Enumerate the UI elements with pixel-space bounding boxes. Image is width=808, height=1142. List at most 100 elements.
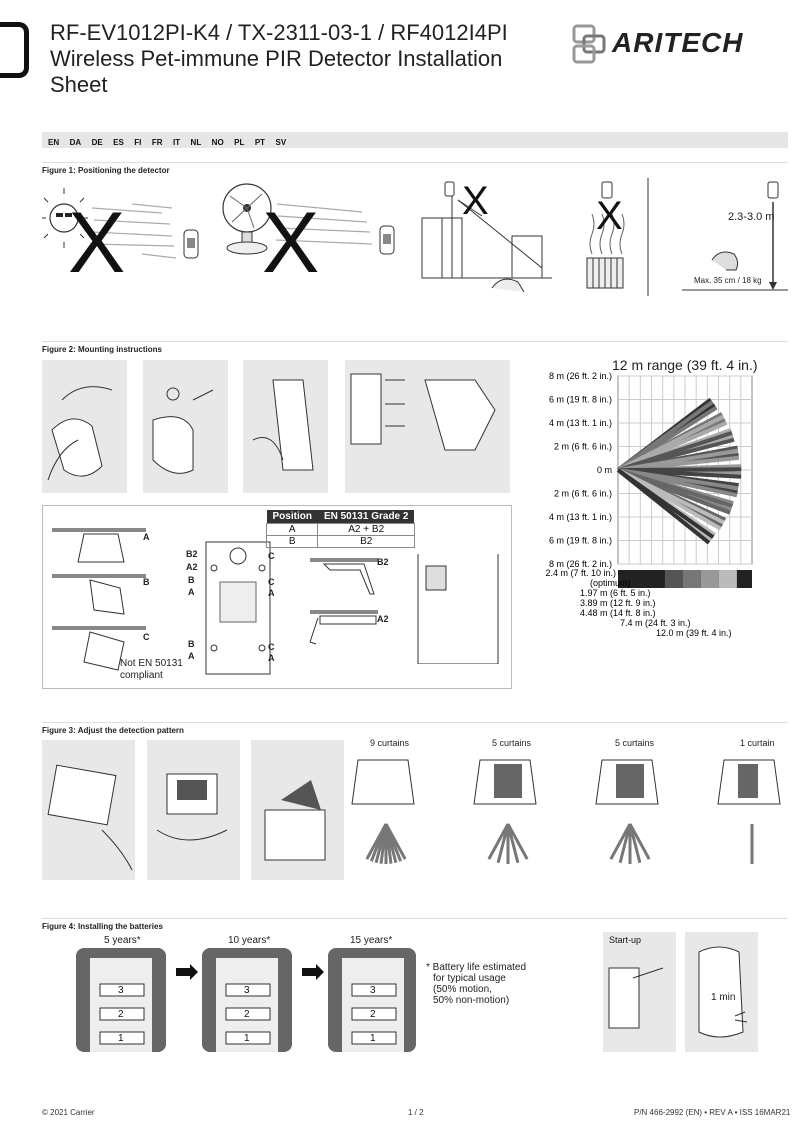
y-tick-label: 8 m (26 ft. 2 in.) <box>549 371 612 381</box>
battery-slot-2: 2 <box>370 1009 376 1020</box>
detail-label-a2: A2 <box>377 614 389 624</box>
y-tick-label: 6 m (19 ft. 8 in.) <box>549 536 612 546</box>
note-line: for typical usage <box>433 973 506 984</box>
lang-pl[interactable]: PL <box>234 138 245 147</box>
lang-en[interactable]: EN <box>48 138 60 147</box>
fig1-x-mark-2: X <box>262 195 320 291</box>
board-label-a2: A2 <box>186 562 198 572</box>
y-tick-label: 8 m (26 ft. 2 in.) <box>549 559 612 569</box>
pattern-step-1 <box>42 740 135 880</box>
y-tick-label: 6 m (19 ft. 8 in.) <box>549 395 612 405</box>
lang-nl[interactable]: NL <box>190 138 202 147</box>
position-box <box>42 505 512 689</box>
pos-label-a: A <box>143 532 150 542</box>
mounting-bracket <box>205 541 271 675</box>
curtain-beam <box>506 823 520 864</box>
side-range-label: 3.89 m (12 ft. 9 in.) <box>580 598 656 608</box>
curtain-label-9: 9 curtains <box>370 738 410 748</box>
side-range-label: 7.4 m (24 ft. 3 in.) <box>620 618 691 628</box>
battery-note: * Battery life estimated for typical usa… <box>426 962 526 1006</box>
battery-slot-1: 1 <box>244 1033 250 1044</box>
curtain-label-5b: 5 curtains <box>615 738 655 748</box>
not-compliant-line-2: compliant <box>120 670 163 681</box>
title-line-1: RF-EV1012PI-K4 / TX-2311-03-1 / RF4012I4… <box>50 20 508 45</box>
curtain-beam <box>628 823 651 860</box>
table-cell: B2 <box>317 535 415 548</box>
lang-no[interactable]: NO <box>211 138 224 147</box>
side-range-label: (optimum) <box>590 578 631 588</box>
y-tick-label: 4 m (13 ft. 1 in.) <box>549 512 612 522</box>
pos-label-c: C <box>143 632 150 642</box>
lang-fi[interactable]: FI <box>134 138 142 147</box>
curtain-beam <box>618 823 632 864</box>
fig1-illustrations <box>42 178 788 296</box>
lang-fr[interactable]: FR <box>151 138 163 147</box>
lens-mask-icon <box>494 764 522 798</box>
max-label: Max. 35 cm / 18 kg <box>694 276 762 285</box>
lang-it[interactable]: IT <box>172 138 181 147</box>
table-header: EN 50131 Grade 2 <box>317 510 415 524</box>
board-label-a-2: A <box>268 588 275 598</box>
table-cell: A2 + B2 <box>317 523 415 536</box>
battery-slot-3: 3 <box>370 985 376 996</box>
battery-slot-3: 3 <box>244 985 250 996</box>
years-label-5: 5 years* <box>104 935 141 946</box>
pos-label-b: B <box>143 577 150 587</box>
board-label-a-4: A <box>268 653 275 663</box>
lang-sv[interactable]: SV <box>275 138 287 147</box>
sun-icon <box>42 188 88 248</box>
battery-diagrams <box>76 948 416 1052</box>
table-cell: A <box>265 523 319 536</box>
curtain-beam <box>617 414 725 472</box>
curtain-beam <box>616 468 715 539</box>
years-label-15: 15 years* <box>350 935 393 946</box>
pattern-step-3 <box>251 740 344 880</box>
table-cell: B <box>265 535 319 548</box>
tamper-detail <box>309 554 499 664</box>
title-line-3: Sheet <box>50 72 108 97</box>
divider <box>42 722 788 723</box>
board-label-b: B <box>188 575 195 585</box>
side-range-label: 4.48 m (14 ft. 8 in.) <box>580 608 656 618</box>
board-label-a: A <box>188 587 195 597</box>
curtain-beam <box>617 468 733 508</box>
battery-slot-2: 2 <box>118 1009 124 1020</box>
startup-panel: Start-up <box>603 932 676 1052</box>
side-range-label: 12.0 m (39 ft. 4 in.) <box>656 628 732 638</box>
lang-es[interactable]: ES <box>113 138 124 147</box>
side-view-shade <box>682 570 701 588</box>
fan-icon <box>222 183 272 255</box>
divider <box>42 341 788 342</box>
curtain-beam <box>617 448 739 472</box>
side-range-label: 1.97 m (6 ft. 5 in.) <box>580 588 651 598</box>
curtain-patterns <box>351 759 781 864</box>
lang-pt[interactable]: PT <box>254 138 266 147</box>
curtain-beam <box>617 430 733 472</box>
not-compliant-line-1: Not EN 50131 <box>120 658 183 669</box>
curtain-beam <box>616 400 714 472</box>
fig1-title: Figure 1: Positioning the detector <box>42 166 170 175</box>
curtain-beam <box>487 823 510 860</box>
footer-copyright: © 2021 Carrier <box>42 1108 95 1117</box>
divider <box>42 918 788 919</box>
pattern-step-2 <box>147 740 240 880</box>
curtain-beam <box>617 468 739 491</box>
curtain-beam <box>506 823 529 860</box>
board-label-c: C <box>268 551 275 561</box>
fig1-x-mark-3: X <box>462 179 489 223</box>
years-label-10: 10 years* <box>228 935 271 946</box>
lang-de[interactable]: DE <box>91 138 103 147</box>
mount-step-4 <box>345 360 510 493</box>
page-tab-mark <box>0 22 29 78</box>
lang-da[interactable]: DA <box>69 138 82 147</box>
height-label: 2.3-3.0 m <box>728 211 775 223</box>
board-label-b-2: B <box>188 639 195 649</box>
title-line-2: Wireless Pet-immune PIR Detector Install… <box>50 46 503 71</box>
fig4-title: Figure 4: Installing the batteries <box>42 922 163 931</box>
fig1-x-mark-4: X <box>596 194 623 238</box>
startup-label: Start-up <box>609 935 642 945</box>
side-view-shade <box>718 570 737 588</box>
footer-part-number: P/N 466-2992 (EN) • REV A • ISS 16MAR21 <box>634 1108 791 1117</box>
board-label-c-3: C <box>268 642 275 652</box>
